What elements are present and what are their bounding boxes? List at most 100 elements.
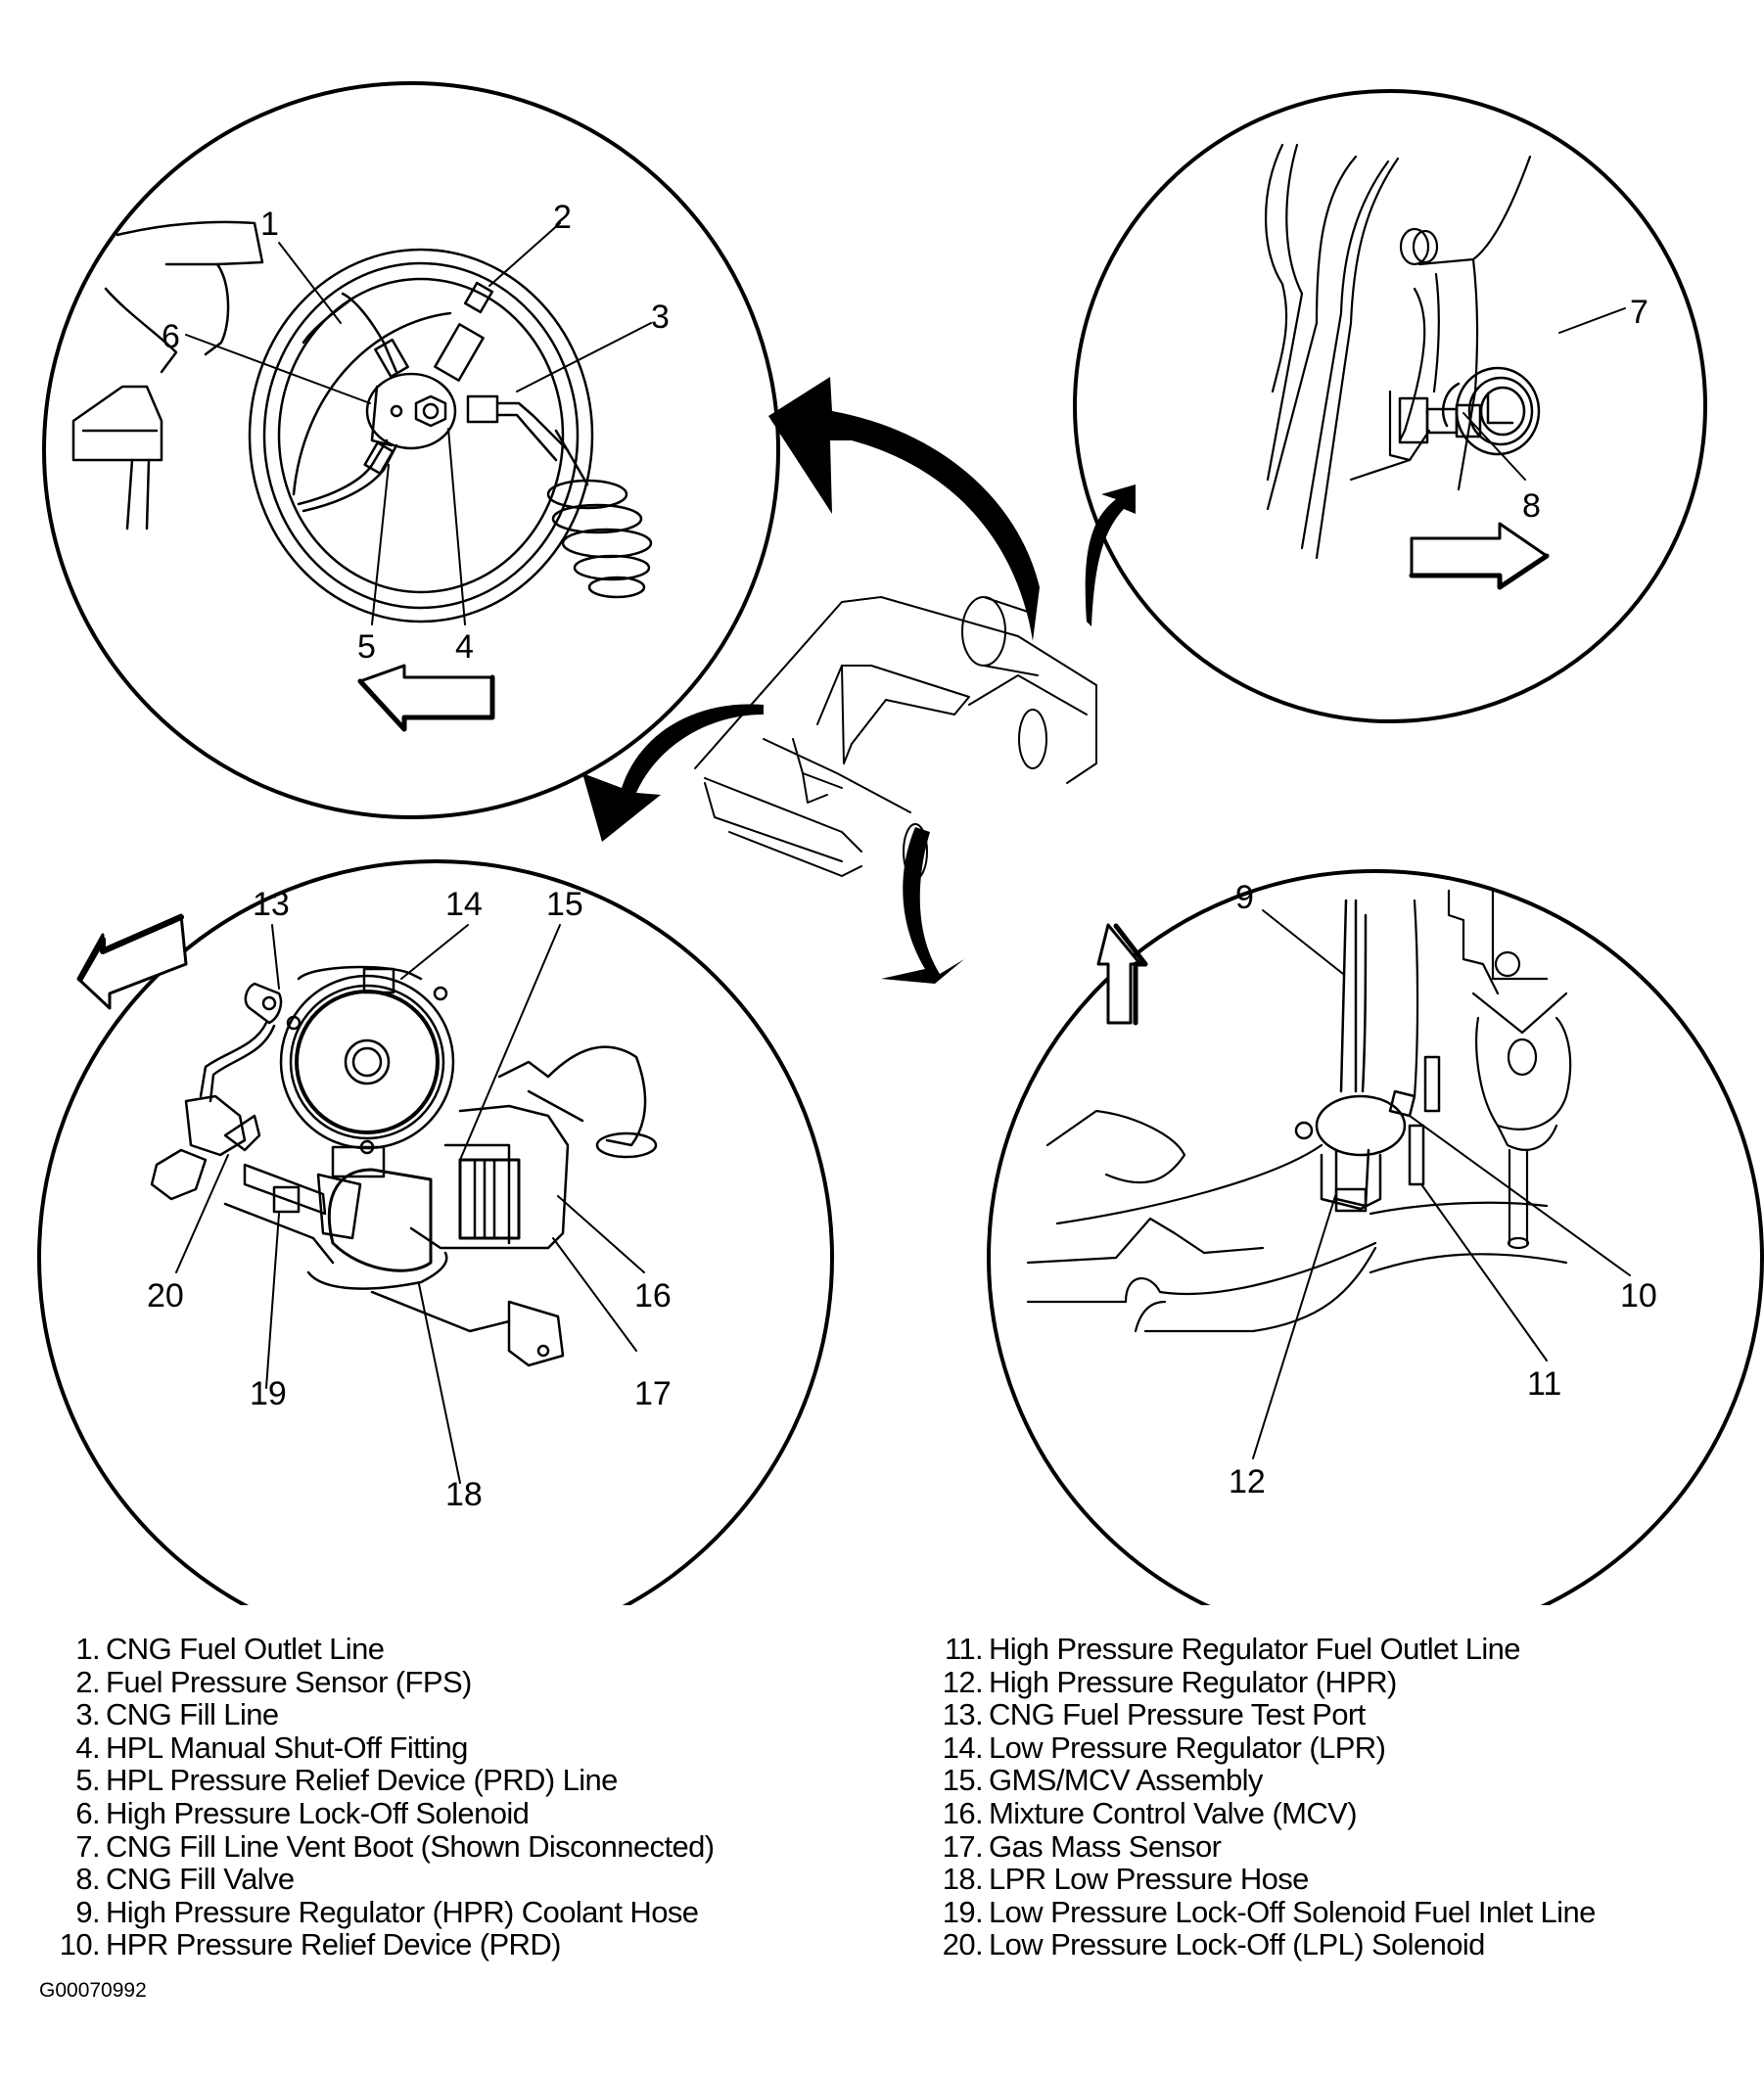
- fuel-tank-end: [248, 248, 594, 623]
- leader-lines: [175, 924, 645, 1484]
- legend-item-label: High Pressure Lock-Off Solenoid: [106, 1795, 530, 1830]
- legend-item-number: 16.: [942, 1795, 984, 1830]
- legend-item: 13.CNG Fuel Pressure Test Port: [940, 1698, 1596, 1731]
- lpl-solenoid: [150, 982, 335, 1265]
- legend-item-number: 15.: [942, 1763, 984, 1798]
- callout-8: 8: [1522, 487, 1541, 525]
- legend-item: 9.High Pressure Regulator (HPR) Coolant …: [57, 1896, 714, 1929]
- legend-item: 17.Gas Mass Sensor: [940, 1828, 1596, 1864]
- legend-item-label: LPR Low Pressure Hose: [989, 1862, 1309, 1897]
- callout-11: 11: [1527, 1365, 1561, 1403]
- callout-3: 3: [651, 299, 670, 336]
- callout-10: 10: [1620, 1277, 1657, 1315]
- callout-1: 1: [260, 206, 279, 243]
- component-locator-diagram: 1 2 3 4 5 6 7 8 9 10 11 12 13 14 15 16 1…: [37, 81, 1764, 1605]
- callout-9: 9: [1235, 879, 1254, 916]
- view-fuel-tank-valve: [42, 81, 780, 819]
- legend-item-label: HPL Manual Shut-Off Fitting: [106, 1730, 468, 1765]
- callout-5: 5: [357, 628, 376, 666]
- legend-item-number: 11.: [945, 1632, 984, 1666]
- view-hpr: [987, 869, 1764, 1605]
- legend-item-label: CNG Fill Line Vent Boot (Shown Disconnec…: [106, 1828, 715, 1864]
- legend-item-number: 12.: [942, 1664, 984, 1699]
- callout-7: 7: [1630, 294, 1648, 331]
- detail-circle: [42, 81, 780, 819]
- legend-item-label: Mixture Control Valve (MCV): [989, 1795, 1358, 1830]
- legend-item-number: 14.: [942, 1730, 984, 1765]
- lpr-assembly: [279, 965, 455, 1178]
- detail-circle: [1073, 89, 1707, 723]
- gms-mcv-assembly: [306, 1045, 658, 1367]
- legend-item-number: 6.: [75, 1795, 100, 1830]
- legend-item: 5.HPL Pressure Relief Device (PRD) Line: [57, 1764, 714, 1797]
- legend-item: 6.High Pressure Lock-Off Solenoid: [57, 1797, 714, 1830]
- legend-item-label: Low Pressure Lock-Off Solenoid Fuel Inle…: [989, 1894, 1596, 1929]
- legend-item-number: 17.: [942, 1828, 984, 1864]
- view-engine-lpr: [37, 859, 834, 1605]
- pointer-arrow-icon: [768, 377, 1040, 641]
- legend-item-label: CNG Fuel Pressure Test Port: [989, 1697, 1366, 1732]
- tank-strap: [71, 220, 264, 531]
- legend-item-number: 10.: [59, 1927, 101, 1962]
- direction-arrow-shadow: [1409, 553, 1550, 590]
- legend-item: 18.LPR Low Pressure Hose: [940, 1863, 1596, 1896]
- legend-item: 15.GMS/MCV Assembly: [940, 1764, 1596, 1797]
- legend-item: 4.HPL Manual Shut-Off Fitting: [57, 1731, 714, 1765]
- vehicle-overview-icon: [694, 596, 1097, 880]
- legend-item-number: 20.: [942, 1927, 984, 1962]
- legend-item-label: HPL Pressure Relief Device (PRD) Line: [106, 1763, 618, 1798]
- fill-line-boot: [546, 429, 653, 599]
- legend-item-label: CNG Fill Valve: [106, 1862, 295, 1897]
- callout-19: 19: [250, 1375, 287, 1412]
- callout-2: 2: [553, 199, 572, 236]
- legend-item: 1.CNG Fuel Outlet Line: [57, 1633, 714, 1666]
- legend-item-label: CNG Fuel Outlet Line: [106, 1632, 385, 1666]
- pointer-arrow-icon: [881, 827, 964, 984]
- fill-valve-assembly: [1398, 366, 1541, 456]
- legend-item: 12.High Pressure Regulator (HPR): [940, 1664, 1596, 1699]
- callout-6: 6: [162, 318, 180, 355]
- callout-16: 16: [634, 1277, 672, 1315]
- callout-18: 18: [445, 1476, 483, 1513]
- legend-item-number: 9.: [75, 1894, 100, 1929]
- legend-item: 7.CNG Fill Line Vent Boot (Shown Disconn…: [57, 1828, 715, 1864]
- legend-item-number: 7.: [75, 1828, 100, 1864]
- legend-item: 8.CNG Fill Valve: [57, 1863, 714, 1896]
- callout-13: 13: [253, 886, 290, 923]
- lock-off-valve: [297, 281, 570, 513]
- detail-circle: [37, 859, 834, 1605]
- legend-item-number: 8.: [75, 1862, 100, 1897]
- legend-item-number: 13.: [942, 1697, 984, 1732]
- frame-and-hoses: [1026, 889, 1572, 1333]
- pointer-arrow-icon: [582, 704, 764, 842]
- legend-item: 2.Fuel Pressure Sensor (FPS): [57, 1664, 714, 1699]
- callout-12: 12: [1229, 1463, 1266, 1500]
- legend-item: 14.Low Pressure Regulator (LPR): [940, 1731, 1596, 1765]
- legend-item-label: HPR Pressure Relief Device (PRD): [106, 1927, 561, 1962]
- legend-right-column: 11.High Pressure Regulator Fuel Outlet L…: [940, 1632, 1597, 1962]
- callout-17: 17: [634, 1375, 672, 1412]
- leader-lines: [185, 222, 652, 625]
- legend-item-number: 1.: [75, 1632, 100, 1666]
- direction-arrow-shadow: [77, 914, 184, 982]
- legend-item-label: Fuel Pressure Sensor (FPS): [106, 1664, 472, 1699]
- legend-item-number: 18.: [942, 1862, 984, 1897]
- callout-14: 14: [445, 886, 483, 923]
- direction-arrow-shadow: [357, 674, 495, 732]
- legend-item-label: GMS/MCV Assembly: [989, 1763, 1263, 1798]
- figure-id: G00070992: [39, 1979, 147, 2002]
- callouts: 1 2 3 4 5 6 7 8 9 10 11 12 13 14 15 16 1…: [147, 199, 1657, 1513]
- legend-item-number: 3.: [75, 1697, 100, 1732]
- legend-item-label: High Pressure Regulator (HPR): [989, 1664, 1397, 1699]
- legend-item-number: 2.: [75, 1664, 100, 1699]
- view-fill-valve: [1073, 89, 1707, 723]
- body-panel: [1264, 143, 1532, 560]
- pointer-arrow-icon: [1085, 484, 1136, 626]
- pointer-arrows: [582, 377, 1136, 984]
- legend-item: 16.Mixture Control Valve (MCV): [940, 1797, 1596, 1830]
- legend-item-number: 5.: [75, 1763, 100, 1798]
- callout-4: 4: [455, 628, 474, 666]
- legend-item-number: 4.: [75, 1730, 100, 1765]
- legend-item-label: High Pressure Regulator (HPR) Coolant Ho…: [106, 1894, 699, 1929]
